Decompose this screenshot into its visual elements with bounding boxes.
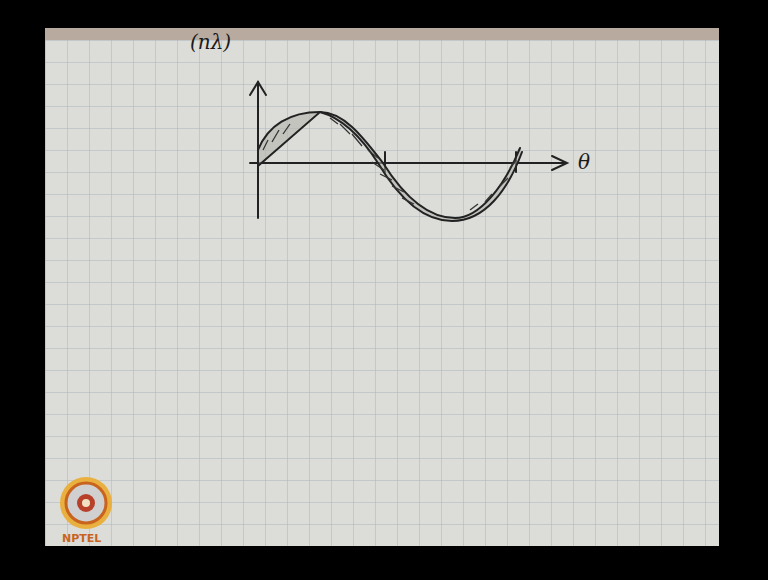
logo — [60, 477, 112, 529]
axis-label: θ — [578, 150, 590, 174]
paper — [45, 28, 719, 546]
axis-label: (nλ) — [190, 30, 231, 54]
curves — [258, 112, 522, 221]
grid — [45, 40, 719, 546]
hatching — [263, 118, 516, 210]
logo-text: NPTEL — [62, 532, 101, 545]
paper-edge — [45, 28, 719, 40]
band — [258, 112, 522, 221]
